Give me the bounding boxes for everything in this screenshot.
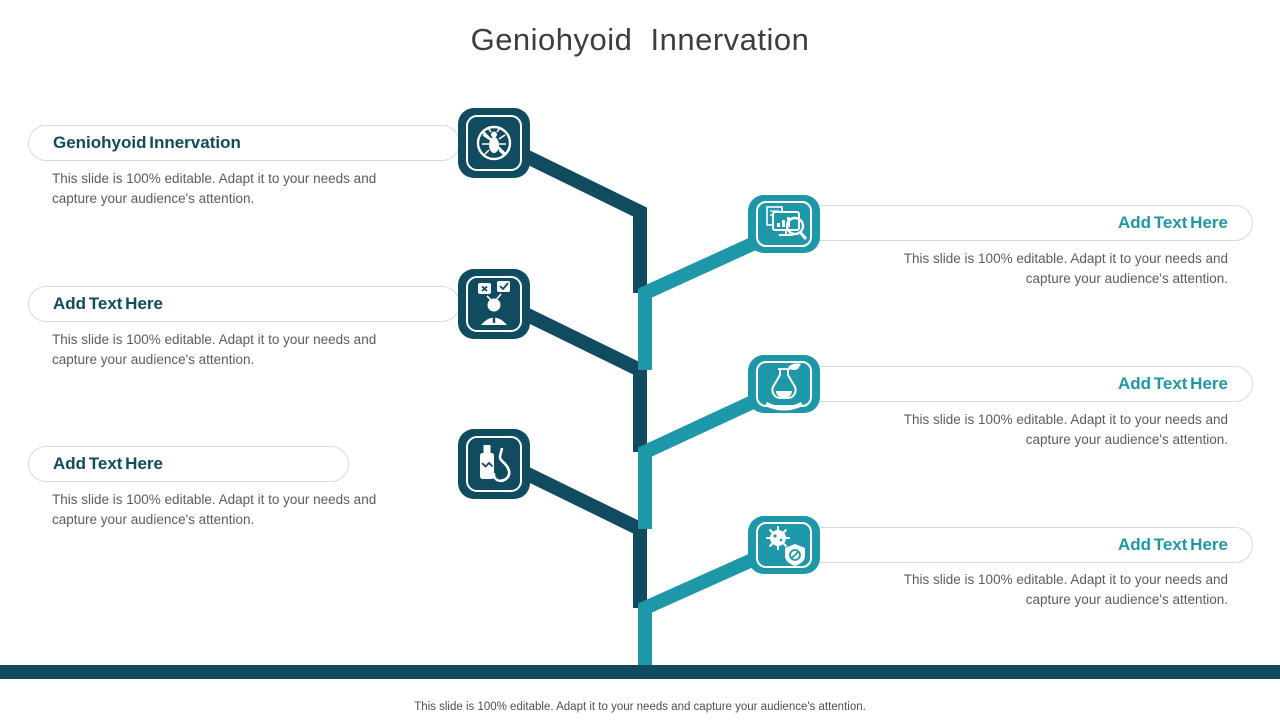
person-feedback-icon[interactable] [458, 269, 530, 339]
right-item-1-pill[interactable]: Add Text Here [800, 205, 1253, 241]
connector-right-2 [638, 387, 773, 529]
medicine-stomach-icon[interactable] [458, 429, 530, 499]
analytics-monitor-icon[interactable] [748, 195, 820, 253]
right-item-3-pill[interactable]: Add Text Here [800, 527, 1253, 563]
left-item-2-pill[interactable]: Add Text Here [28, 286, 460, 322]
right-item-3-body[interactable]: This slide is 100% editable. Adapt it to… [903, 572, 1228, 607]
no-bug-icon[interactable] [458, 108, 530, 178]
right-item-2-pill[interactable]: Add Text Here [800, 366, 1253, 402]
left-item-1-pill[interactable]: Geniohyoid Innervation [28, 125, 460, 161]
slide-title[interactable]: Geniohyoid Innervation [470, 22, 810, 57]
bottom-accent-bar [0, 665, 1280, 679]
left-item-3-pill[interactable]: Add Text Here [28, 446, 349, 482]
virus-shield-icon[interactable] [748, 516, 820, 574]
right-item-3-heading: Add Text Here [1118, 535, 1228, 554]
right-item-2-heading: Add Text Here [1118, 374, 1228, 393]
flask-hand-icon[interactable] [748, 355, 820, 413]
left-item-2-body[interactable]: This slide is 100% editable. Adapt it to… [52, 332, 377, 367]
connector-left-1 [501, 139, 647, 293]
right-item-1-body[interactable]: This slide is 100% editable. Adapt it to… [903, 251, 1228, 286]
connector-right-1 [638, 229, 773, 370]
left-item-1-heading: Geniohyoid Innervation [53, 133, 241, 152]
right-item-1-heading: Add Text Here [1118, 213, 1228, 232]
left-item-3-heading: Add Text Here [53, 454, 163, 473]
left-item-2-heading: Add Text Here [53, 294, 163, 313]
left-item-3-body[interactable]: This slide is 100% editable. Adapt it to… [52, 492, 377, 527]
left-item-1-body[interactable]: This slide is 100% editable. Adapt it to… [52, 171, 377, 206]
right-item-2-body[interactable]: This slide is 100% editable. Adapt it to… [903, 412, 1228, 447]
footer-caption[interactable]: This slide is 100% editable. Adapt it to… [414, 701, 866, 713]
connector-right-3 [638, 545, 773, 666]
